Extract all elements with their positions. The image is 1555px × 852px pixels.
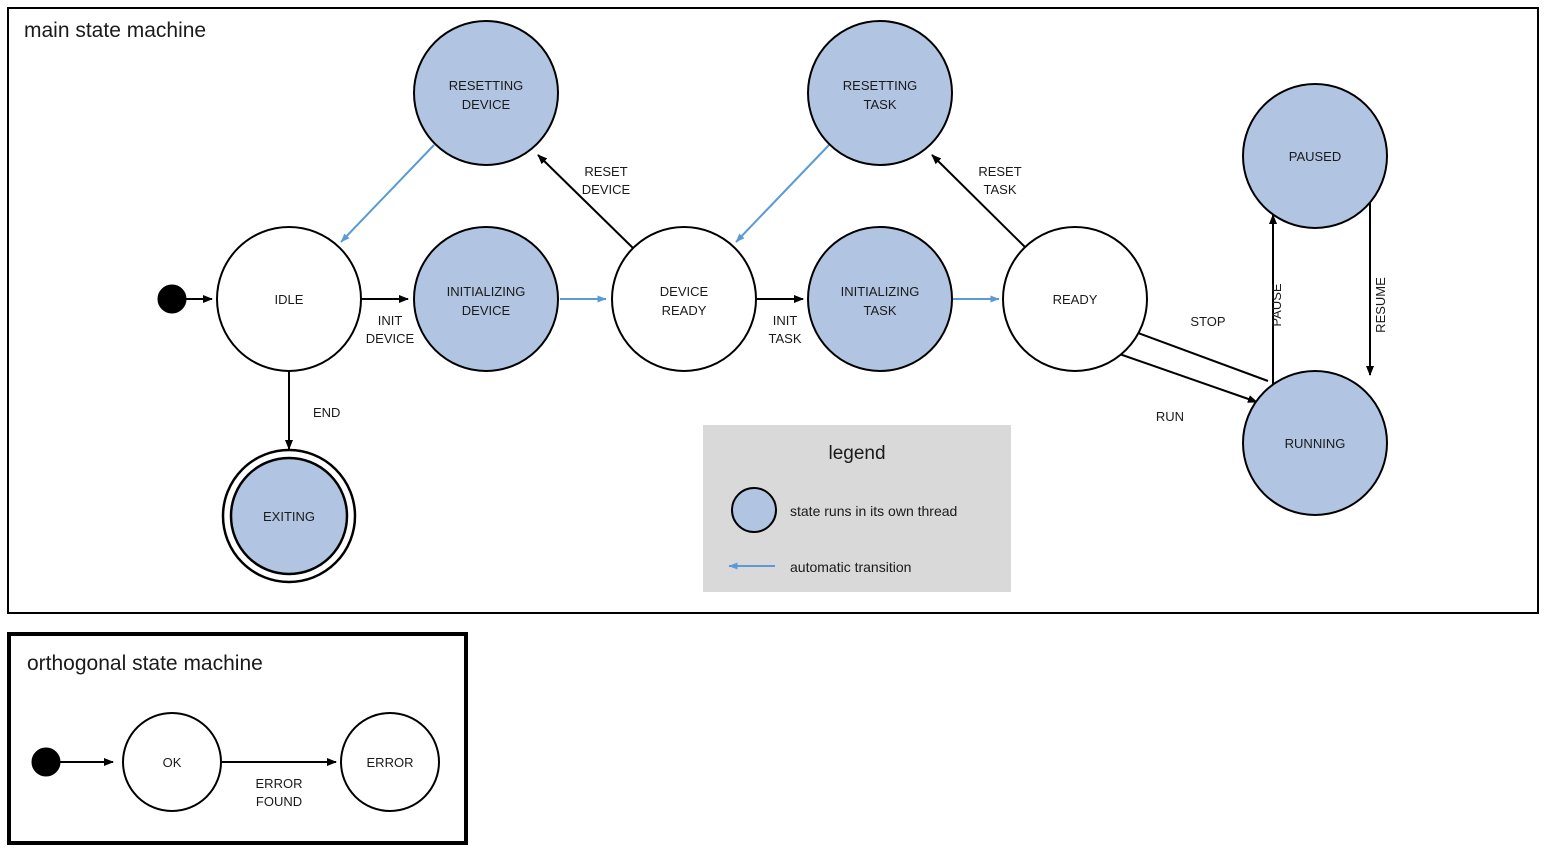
state-circle-initializing-task bbox=[807, 226, 953, 372]
state-node-idle[interactable]: IDLE bbox=[216, 226, 362, 372]
state-node-resetting-task[interactable]: RESETTING TASK bbox=[807, 20, 953, 166]
transition-resetting-device-to-idle bbox=[340, 144, 435, 243]
edge-label-stop: STOP bbox=[1190, 314, 1225, 329]
state-label-resetting-device-line1: RESETTING bbox=[449, 78, 523, 93]
state-circle-paused bbox=[1242, 83, 1388, 229]
state-node-paused[interactable]: PAUSED bbox=[1242, 83, 1388, 229]
state-label-initializing-task-line1: INITIALIZING bbox=[841, 284, 920, 299]
state-node-device-ready[interactable]: DEVICE READY bbox=[611, 226, 757, 372]
state-circle-exiting bbox=[229, 456, 349, 576]
edge-label-reset-device-line2: DEVICE bbox=[582, 182, 631, 197]
main-panel-title: main state machine bbox=[24, 19, 206, 42]
state-circle-running bbox=[1242, 370, 1388, 516]
edge-label-init-task-line2: TASK bbox=[769, 331, 802, 346]
state-circle-ready bbox=[1002, 226, 1148, 372]
blue-circle-swatch-icon bbox=[731, 487, 777, 533]
legend-item-automatic-transition: automatic transition bbox=[728, 559, 911, 575]
state-node-running[interactable]: RUNNING bbox=[1242, 370, 1388, 516]
state-node-initializing-device[interactable]: INITIALIZING DEVICE bbox=[413, 226, 559, 372]
state-label-initializing-task-line2: TASK bbox=[864, 303, 897, 318]
state-label-initializing-device-line2: DEVICE bbox=[462, 303, 511, 318]
state-circle-initializing-device bbox=[413, 226, 559, 372]
orthogonal-panel-title: orthogonal state machine bbox=[27, 652, 263, 675]
orthogonal-initial-state-dot bbox=[31, 747, 61, 777]
legend-item-threaded-state: state runs in its own thread bbox=[731, 487, 957, 533]
state-circle-error bbox=[340, 712, 440, 812]
state-label-ok: OK bbox=[163, 755, 182, 770]
state-node-resetting-device[interactable]: RESETTING DEVICE bbox=[413, 20, 559, 166]
transition-device-ready-to-resetting-device bbox=[537, 154, 635, 250]
state-node-initializing-task[interactable]: INITIALIZING TASK bbox=[807, 226, 953, 372]
state-circle-resetting-device bbox=[413, 20, 559, 166]
edge-label-init-device-line1: INIT bbox=[378, 313, 403, 328]
state-circle-device-ready bbox=[611, 226, 757, 372]
edge-label-error-found-line2: FOUND bbox=[256, 794, 302, 809]
edge-label-init-task-line1: INIT bbox=[773, 313, 798, 328]
state-label-exiting: EXITING bbox=[263, 509, 315, 524]
state-circle-ok bbox=[122, 712, 222, 812]
state-label-resetting-device-line2: DEVICE bbox=[462, 97, 511, 112]
edge-label-reset-device-line1: RESET bbox=[584, 164, 627, 179]
legend-label-automatic-transition: automatic transition bbox=[790, 559, 911, 575]
edge-label-end: END bbox=[313, 405, 340, 420]
legend-title: legend bbox=[828, 443, 885, 464]
state-circle-idle bbox=[216, 226, 362, 372]
edge-label-init-device-line2: DEVICE bbox=[366, 331, 415, 346]
state-label-resetting-task-line1: RESETTING bbox=[843, 78, 917, 93]
edge-label-pause: PAUSE bbox=[1269, 283, 1284, 326]
state-label-idle: IDLE bbox=[275, 292, 304, 307]
legend-label-threaded-state: state runs in its own thread bbox=[790, 503, 957, 519]
state-circle-resetting-task bbox=[807, 20, 953, 166]
state-label-paused: PAUSED bbox=[1289, 149, 1342, 164]
state-node-ready[interactable]: READY bbox=[1002, 226, 1148, 372]
transition-ready-to-resetting-task bbox=[931, 154, 1028, 250]
state-label-ready: READY bbox=[1053, 292, 1098, 307]
transition-running-to-ready bbox=[1121, 326, 1269, 382]
state-node-exiting[interactable]: EXITING bbox=[221, 448, 357, 584]
edge-label-run: RUN bbox=[1156, 409, 1184, 424]
edge-label-reset-task-line2: TASK bbox=[984, 182, 1017, 197]
legend: legend state runs in its own thread auto… bbox=[703, 425, 1011, 592]
transition-resetting-task-to-device-ready bbox=[735, 144, 830, 243]
edge-label-reset-task-line1: RESET bbox=[978, 164, 1021, 179]
transition-ready-to-running bbox=[1107, 349, 1258, 403]
state-node-ok[interactable]: OK bbox=[122, 712, 222, 812]
state-label-running: RUNNING bbox=[1285, 436, 1346, 451]
state-node-error[interactable]: ERROR bbox=[340, 712, 440, 812]
state-label-device-ready-line2: READY bbox=[662, 303, 707, 318]
edge-label-resume: RESUME bbox=[1373, 277, 1388, 333]
state-label-error: ERROR bbox=[367, 755, 414, 770]
initial-state-dot bbox=[157, 284, 187, 314]
state-label-device-ready-line1: DEVICE bbox=[660, 284, 709, 299]
state-label-initializing-device-line1: INITIALIZING bbox=[447, 284, 526, 299]
edge-label-error-found-line1: ERROR bbox=[256, 776, 303, 791]
state-label-resetting-task-line2: TASK bbox=[864, 97, 897, 112]
